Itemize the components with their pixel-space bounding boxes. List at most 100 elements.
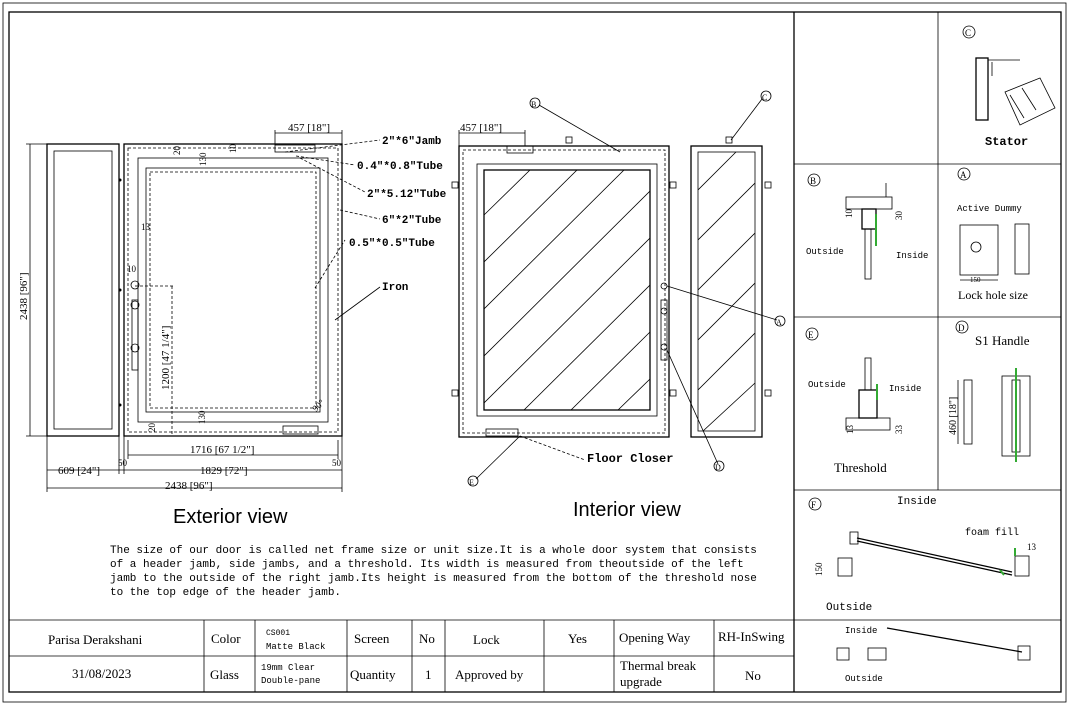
marker-e: E	[469, 478, 474, 487]
ext-dim-130b: 130	[197, 410, 207, 424]
detail-e-d1: 13	[845, 425, 855, 435]
tb-glass-value-1: 19mm Clear	[261, 663, 315, 673]
detail-b-d1: 10	[844, 209, 854, 219]
detail-e-inside: Inside	[889, 384, 921, 394]
tb-approved-label: Approved by	[455, 667, 524, 682]
tb-lock-label: Lock	[473, 632, 500, 647]
int-dim-457: 457 [18"]	[460, 122, 502, 134]
description-line-4: to the top edge of the header jamb.	[110, 587, 341, 599]
exterior-view-title: Exterior view	[173, 506, 288, 528]
interior-view-title: Interior view	[573, 499, 681, 521]
ext-dim-10: 10	[228, 144, 238, 154]
detail-e-d2: 33	[894, 425, 904, 435]
detail-f-d2: 13	[1027, 542, 1037, 552]
handle-dim: 460 [18"]	[948, 397, 959, 435]
detail-b-outside: Outside	[806, 247, 844, 257]
tb-name: Parisa Derakshani	[48, 632, 143, 647]
int-door-frame	[458, 145, 670, 438]
detail-a-d1: 150	[970, 276, 981, 284]
callout-tube-05: 0.5"*0.5"Tube	[349, 238, 435, 250]
tb-screen-value: No	[419, 631, 435, 646]
small-outside: Outside	[845, 674, 883, 684]
tb-quantity-value: 1	[425, 667, 432, 682]
tb-glass-value-2: Double-pane	[261, 676, 320, 686]
title-block: Parisa Derakshani 31/08/2023 Color CS001…	[48, 629, 785, 689]
ext-dim-13: 13	[141, 222, 151, 232]
drawing-frame	[8, 11, 1062, 693]
detail-a-marker: A	[960, 170, 967, 180]
detail-f-inside: Inside	[897, 496, 937, 508]
detail-e-outside: Outside	[808, 380, 846, 390]
detail-a-lock: A Active Dummy 150 Lock hole size	[957, 167, 1030, 302]
ext-dim-20b: 20	[147, 423, 157, 433]
ext-dim-1716: 1716 [67 1/2"]	[190, 444, 254, 456]
ext-dim-609: 609 [24"]	[58, 465, 100, 477]
ext-dim-90deg: 90°	[310, 397, 326, 413]
small-inside: Inside	[845, 626, 877, 636]
detail-f-section: F Inside 150 13 foam fill Outside	[808, 496, 1037, 614]
detail-d-handle: D S1 Handle 460 [18"]	[948, 320, 1031, 462]
foam-fill-label: foam fill	[965, 527, 1019, 539]
ext-dim-20: 20	[172, 146, 182, 156]
callout-iron: Iron	[382, 282, 408, 294]
tb-glass-label: Glass	[210, 667, 239, 682]
ext-dim-50b: 50	[332, 458, 342, 468]
ext-door-frame	[123, 143, 343, 437]
detail-e-marker: E	[808, 330, 814, 340]
ext-dim-50a: 50	[118, 458, 128, 468]
description-line-3: jamb to the outside of the right jamb.It…	[110, 573, 757, 585]
stator-label: Stator	[985, 135, 1028, 149]
detail-b-inside: Inside	[896, 251, 928, 261]
detail-c-marker: C	[965, 28, 971, 38]
tb-quantity-label: Quantity	[350, 667, 396, 682]
small-section: Inside Outside	[836, 626, 1031, 684]
marker-b: B	[531, 100, 536, 109]
detail-f-marker: F	[811, 500, 816, 510]
tb-lock-value: Yes	[568, 631, 587, 646]
floor-closer-label: Floor Closer	[587, 452, 673, 466]
s1-handle-label: S1 Handle	[975, 333, 1030, 348]
tb-color-code: CS001	[266, 629, 290, 638]
detail-e-threshold: E Outside Inside 13 33 Threshold	[805, 327, 921, 475]
tb-thermal-label-1: Thermal break	[620, 658, 697, 673]
interior-view: 457 [18"] B C A D E Floor Closer Interio…	[451, 90, 786, 521]
active-dummy-label: Active Dummy	[957, 204, 1022, 214]
marker-a: A	[776, 318, 782, 327]
lock-hole-size-label: Lock hole size	[958, 288, 1028, 302]
threshold-label: Threshold	[834, 460, 887, 475]
description-line-2: of a header jamb, side jambs, and a thre…	[110, 559, 744, 571]
detail-b: B 10 30 Outside Inside	[806, 173, 928, 280]
callout-jamb: 2"*6"Jamb	[382, 136, 442, 148]
tb-date: 31/08/2023	[72, 666, 131, 681]
tb-color-label: Color	[211, 631, 241, 646]
ext-dim-457: 457 [18"]	[288, 122, 330, 134]
ext-dim-10b: 10	[127, 264, 137, 274]
ext-dim-130: 130	[198, 152, 208, 166]
callout-tube-6: 6"*2"Tube	[382, 215, 442, 227]
marker-c: C	[762, 93, 767, 102]
detail-b-marker: B	[810, 176, 816, 186]
tb-opening-label: Opening Way	[619, 630, 691, 645]
exterior-view: 457 [18"] 20 130 10 2438 [96"] 1200 [47 …	[18, 122, 447, 528]
detail-d-marker: D	[958, 323, 965, 333]
detail-b-d2: 30	[894, 211, 904, 221]
int-sidelite	[690, 145, 763, 438]
ext-dim-2438-v: 2438 [96"]	[18, 272, 30, 320]
detail-c-stator: C Stator	[962, 25, 1056, 149]
description-line-1: The size of our door is called net frame…	[110, 545, 757, 557]
tb-screen-label: Screen	[354, 631, 390, 646]
tb-color-value: Matte Black	[266, 642, 325, 652]
ext-dim-1200: 1200 [47 1/4"]	[160, 326, 172, 390]
tb-thermal-label-2: upgrade	[620, 674, 662, 689]
marker-d: D	[715, 463, 721, 472]
callout-tube-04: 0.4"*0.8"Tube	[357, 161, 443, 173]
callout-tube-2: 2"*5.12"Tube	[367, 189, 447, 201]
tb-opening-value: RH-InSwing	[718, 629, 785, 644]
description: The size of our door is called net frame…	[110, 545, 757, 599]
detail-f-d1: 150	[814, 562, 824, 576]
tb-thermal-value: No	[745, 668, 761, 683]
ext-dim-2438-h: 2438 [96"]	[165, 480, 213, 492]
ext-dim-1829: 1829 [72"]	[200, 465, 248, 477]
